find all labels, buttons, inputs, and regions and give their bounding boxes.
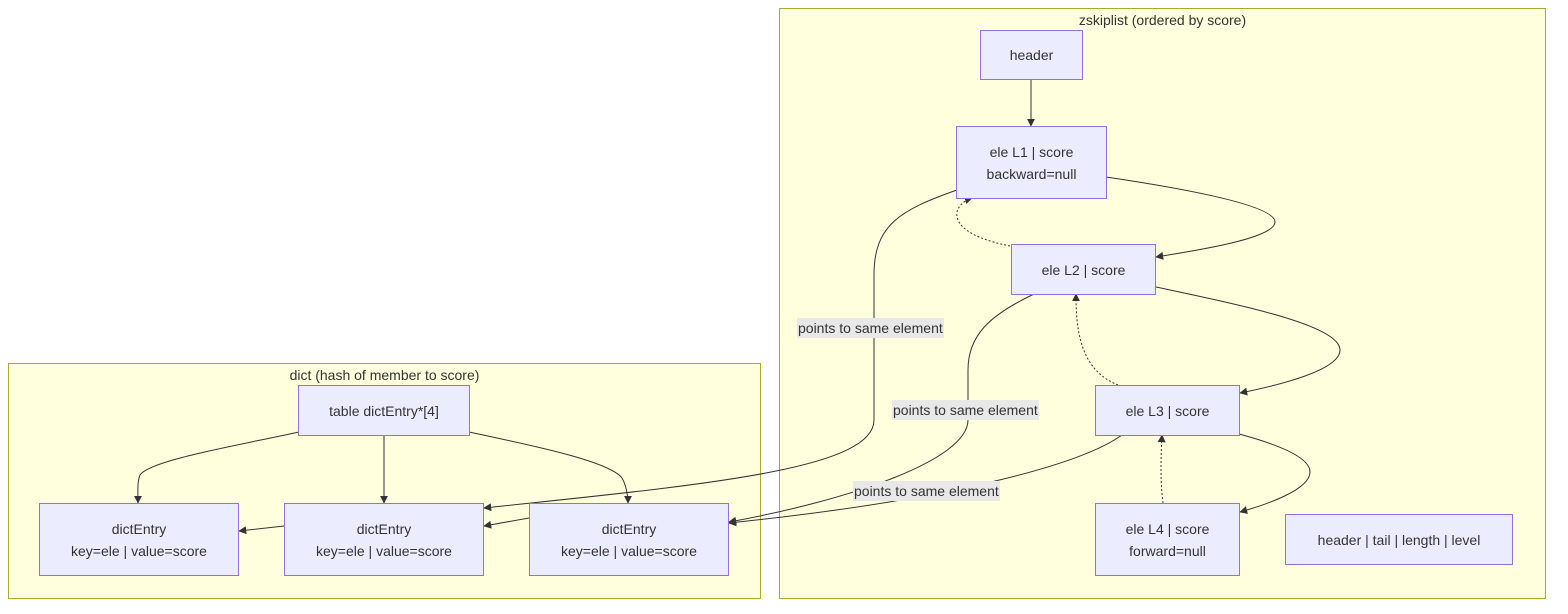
edge-l1-de2 — [483, 189, 958, 512]
dict-table-node-line1: table dictEntry*[4] — [329, 402, 439, 419]
edge-label-l2-de3: points to same element — [892, 400, 1039, 420]
edge-l2-l3 — [1155, 286, 1341, 396]
zskiplist-struct-node-line1: header | tail | length | level — [1317, 531, 1481, 548]
header-node: header — [980, 30, 1083, 80]
dict-entry-node-3: dictEntry key=ele | value=score — [529, 503, 729, 576]
dict-entry-3-line2: key=ele | value=score — [561, 542, 697, 559]
dict-entry-2-line2: key=ele | value=score — [316, 542, 452, 559]
dict-entry-2-line1: dictEntry — [356, 520, 412, 537]
ele-l3-node-line1: ele L3 | score — [1125, 402, 1210, 419]
ele-l4-node: ele L4 | score forward=null — [1095, 503, 1240, 576]
edge-de2-de1 — [238, 525, 285, 535]
edge-de3-de2 — [483, 517, 530, 529]
edge-l1-l2 — [1105, 176, 1276, 260]
ele-l2-node: ele L2 | score — [1011, 244, 1156, 295]
dict-entry-1-line2: key=ele | value=score — [71, 542, 207, 559]
ele-l1-node: ele L1 | score backward=null — [956, 126, 1107, 199]
edge-table-de1 — [133, 431, 300, 504]
dict-table-node: table dictEntry*[4] — [298, 385, 470, 436]
dict-entry-3-line1: dictEntry — [601, 520, 657, 537]
ele-l3-node: ele L3 | score — [1095, 385, 1240, 436]
edge-l2-l1-backward — [956, 196, 1011, 247]
edge-l3-l2-backward — [1072, 293, 1119, 386]
dict-entry-1-line1: dictEntry — [111, 520, 167, 537]
edge-l4-l3-backward — [1157, 434, 1166, 504]
dict-entry-node-2: dictEntry key=ele | value=score — [284, 503, 484, 576]
ele-l1-node-line2: backward=null — [986, 165, 1077, 182]
dict-cluster-title: dict (hash of member to score) — [289, 367, 480, 383]
zskiplist-cluster-title: zskiplist (ordered by score) — [1078, 12, 1247, 28]
edge-l2-de3 — [728, 293, 1035, 525]
edge-label-l3-de3: points to same element — [853, 481, 1000, 501]
edge-label-l1-de2: points to same element — [797, 318, 944, 338]
ele-l4-node-line2: forward=null — [1129, 542, 1206, 559]
dict-entry-node-1: dictEntry key=ele | value=score — [39, 503, 239, 576]
ele-l4-node-line1: ele L4 | score — [1125, 520, 1210, 537]
ele-l1-node-line1: ele L1 | score — [989, 143, 1074, 160]
edge-table-de3 — [468, 431, 632, 504]
ele-l2-node-line1: ele L2 | score — [1041, 261, 1126, 278]
header-node-line1: header — [1009, 47, 1054, 63]
zskiplist-struct-node: header | tail | length | level — [1285, 514, 1513, 565]
edge-l3-l4 — [1238, 433, 1311, 514]
